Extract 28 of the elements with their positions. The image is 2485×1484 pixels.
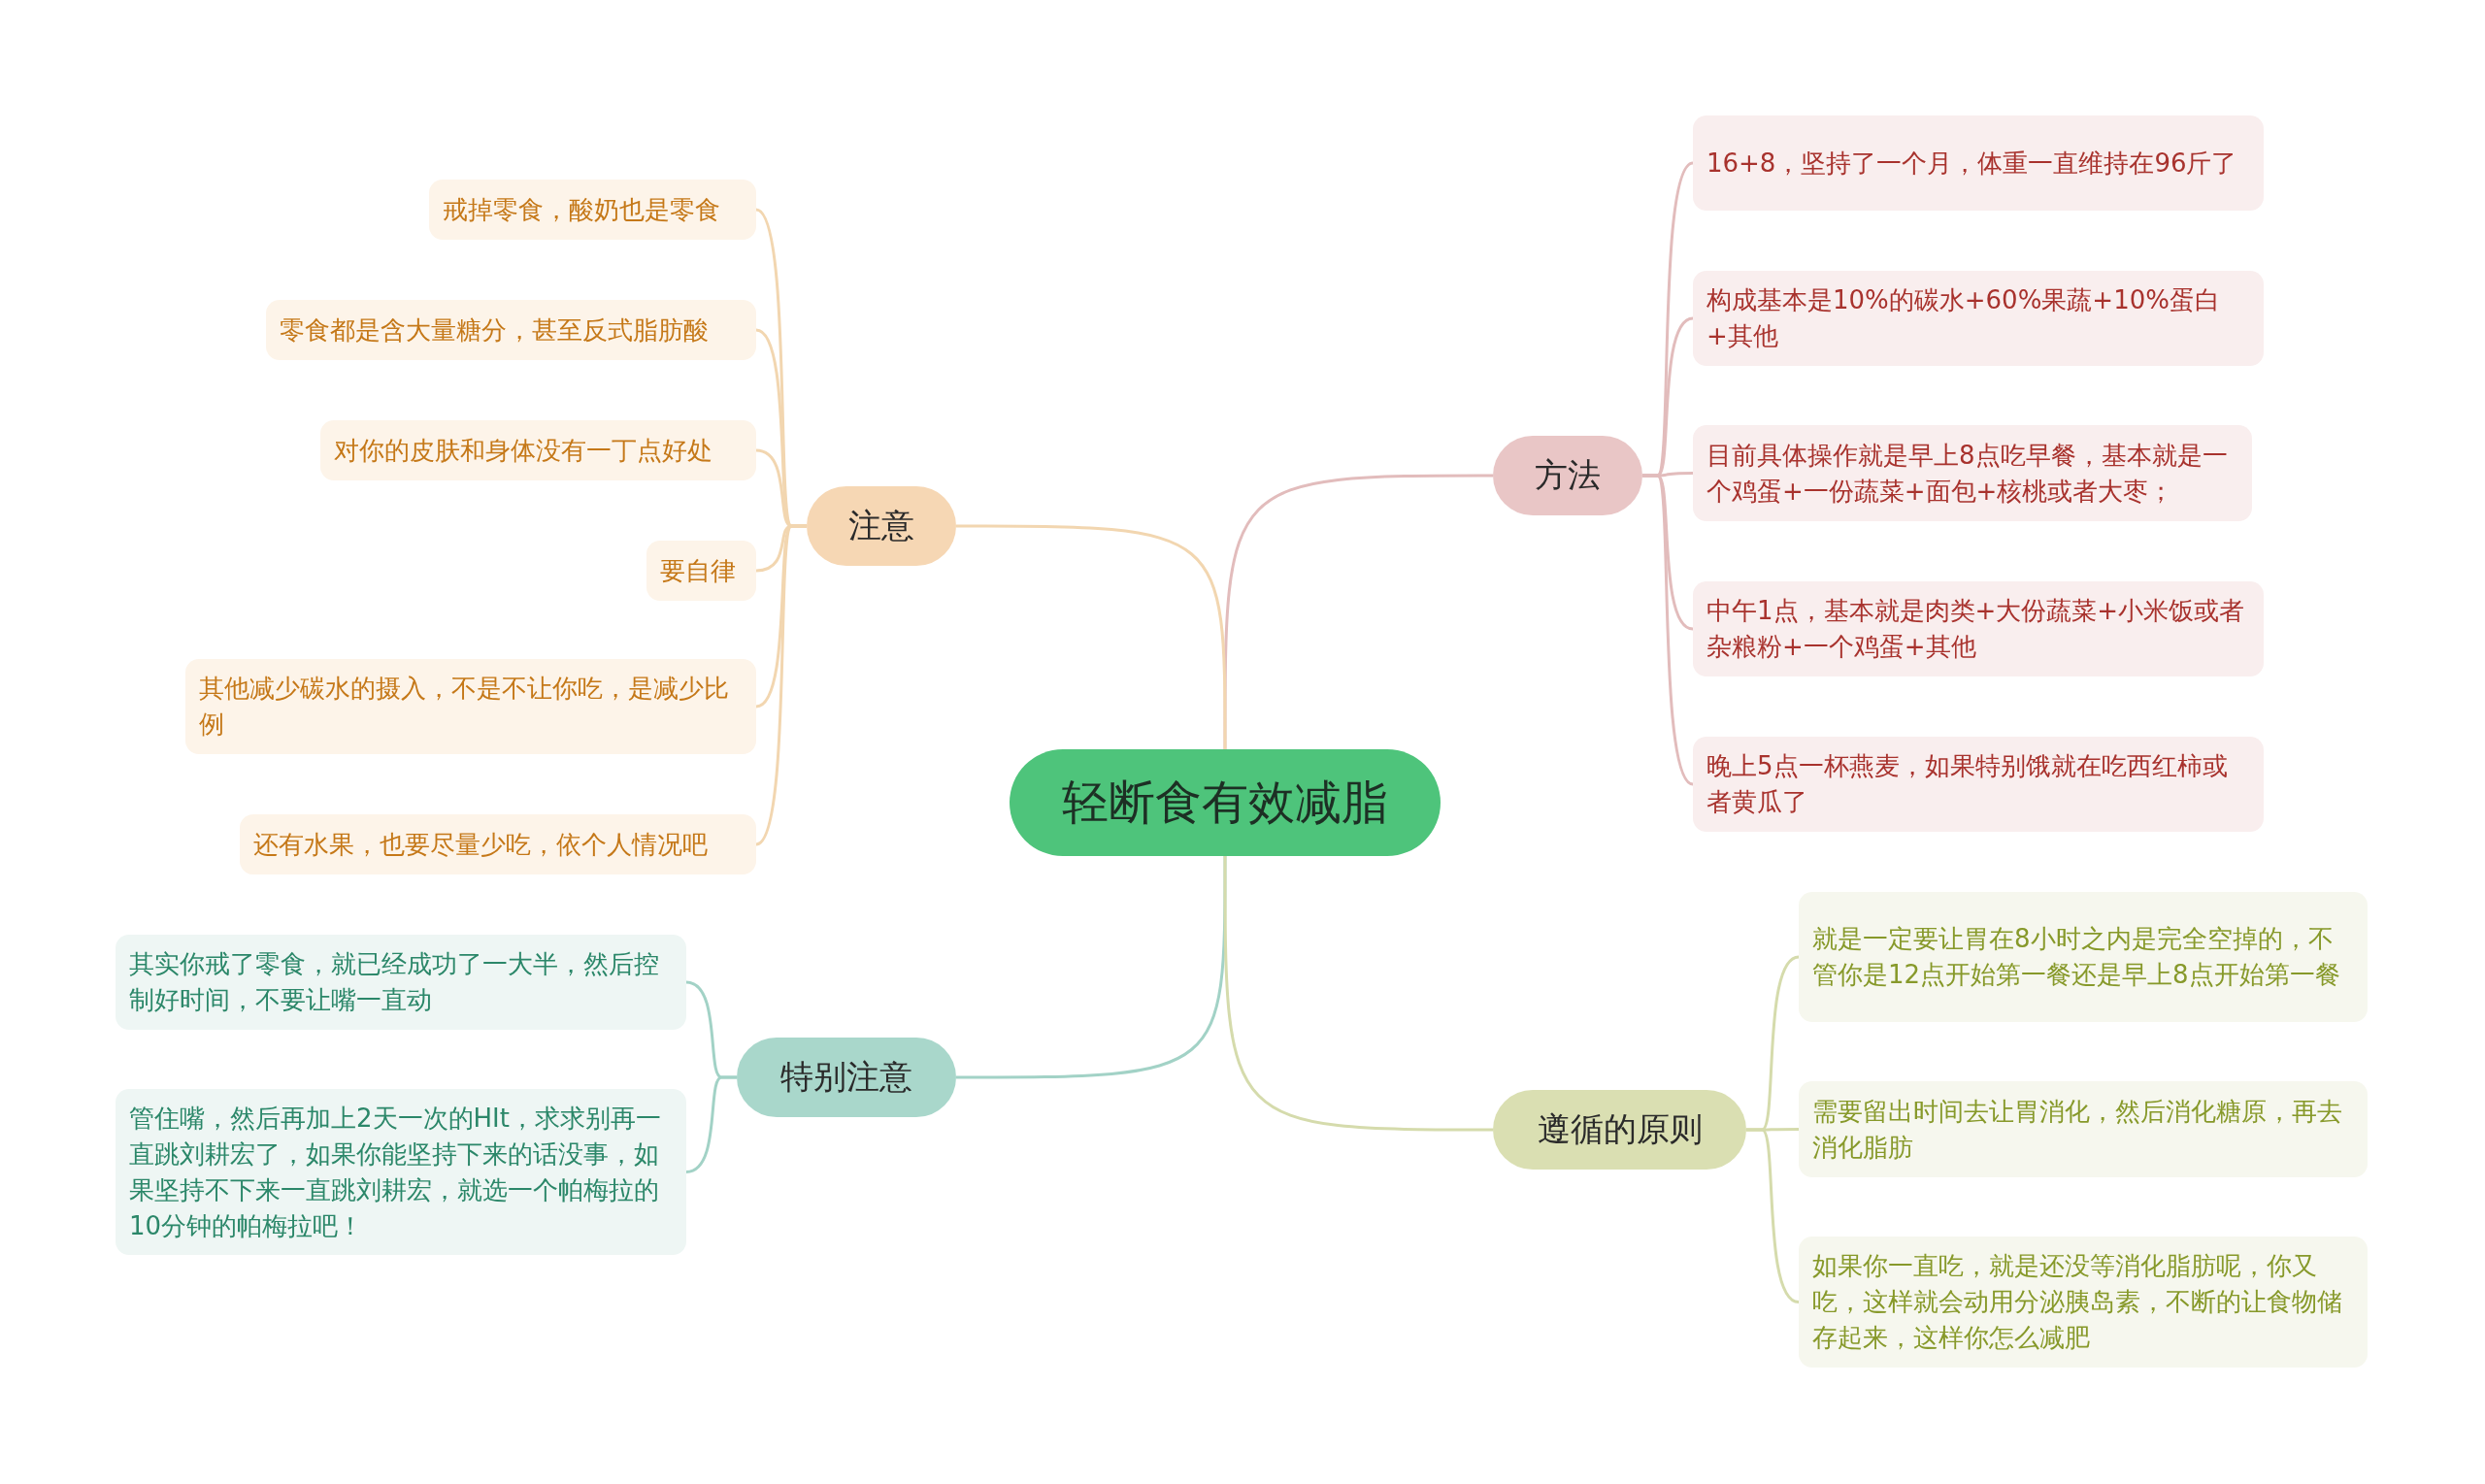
central-topic: 轻断食有效减脂 [1010,749,1441,856]
branch-topic: 特别注意 [737,1038,956,1117]
note-box: 其他减少碳水的摄入，不是不让你吃，是减少比例 [185,659,756,754]
note-box: 16+8，坚持了一个月，体重一直维持在96斤了 [1693,115,2264,211]
connector-line [685,1075,737,1173]
branch-topic: 注意 [807,486,956,566]
note-box: 晚上5点一杯燕麦，如果特别饿就在吃西红柿或者黄瓜了 [1693,737,2264,832]
note-box: 如果你一直吃，就是还没等消化脂肪呢，你又吃，这样就会动用分泌胰岛素，不断的让食物储存起来，这样你怎么减肥 [1799,1237,2368,1368]
note-box: 要自律 [646,541,756,601]
note-box: 对你的皮肤和身体没有一丁点好处 [320,420,756,480]
note-box: 其实你戒了零食，就已经成功了一大半，然后控制好时间，不要让嘴一直动 [116,935,686,1030]
branch-topic: 遵循的原则 [1493,1090,1746,1170]
note-box: 构成基本是10%的碳水+60%果蔬+10%蛋白+其他 [1693,271,2264,366]
connector-line [1223,474,1493,749]
connector-line [956,524,1227,749]
connector-line [956,856,1227,1079]
note-box: 管住嘴，然后再加上2天一次的HIt，求求别再一直跳刘耕宏了，如果你能坚持下来的话没事，如果坚持不下来一直跳刘耕宏，就选一个帕梅拉的10分钟的帕梅拉吧！ [116,1089,686,1255]
connector-line [1746,1128,1800,1303]
note-box: 零食都是含大量糖分，甚至反式脂肪酸 [266,300,756,360]
branch-topic: 方法 [1493,436,1642,515]
note-box: 中午1点，基本就是肉类+大份蔬菜+小米饭或者杂粮粉+一个鸡蛋+其他 [1693,581,2264,676]
note-box: 目前具体操作就是早上8点吃早餐，基本就是一个鸡蛋+一份蔬菜+面包+核桃或者大枣； [1693,425,2252,521]
note-box: 还有水果，也要尽量少吃，依个人情况吧 [240,814,756,874]
connector-line [1223,856,1493,1132]
note-box: 戒掉零食，酸奶也是零食 [429,180,756,240]
note-box: 需要留出时间去让胃消化，然后消化糖原，再去消化脂肪 [1799,1081,2368,1177]
note-box: 就是一定要让胃在8小时之内是完全空掉的，不管你是12点开始第一餐还是早上8点开始第一餐 [1799,892,2368,1022]
connector-line [755,524,807,846]
